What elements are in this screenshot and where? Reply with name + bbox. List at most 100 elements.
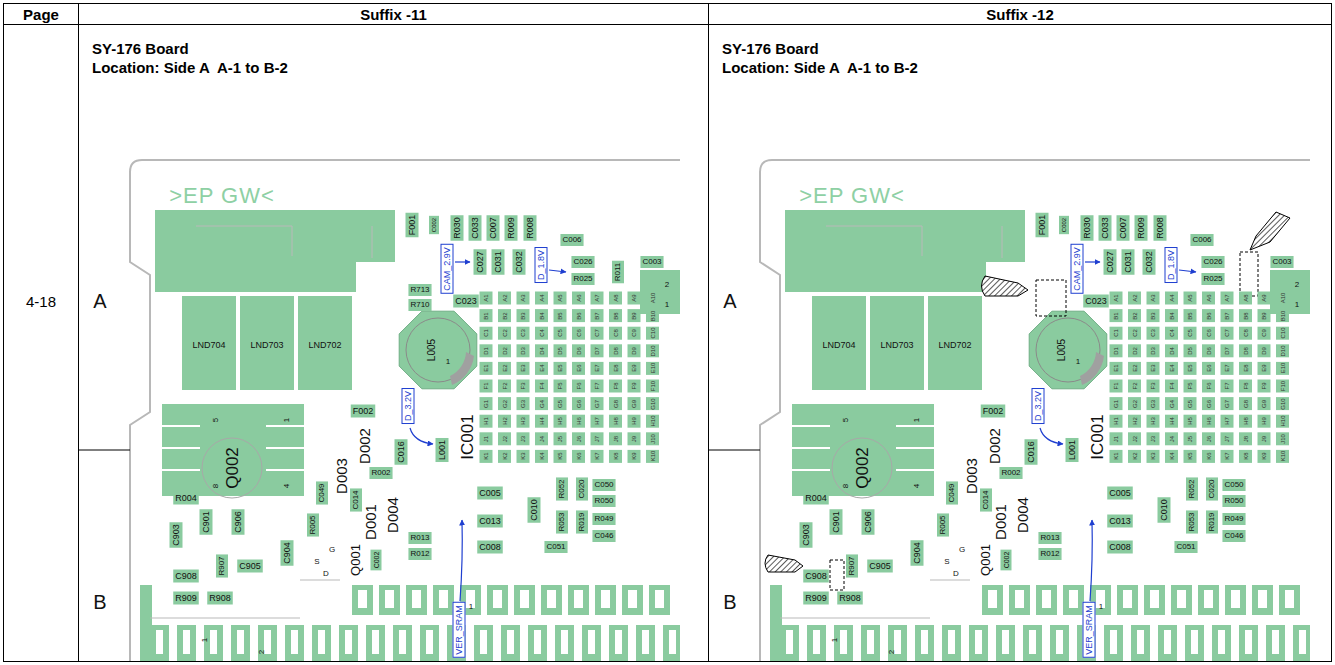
component-label: R030 <box>1083 217 1092 239</box>
component-label: R005 <box>309 515 317 534</box>
part-label: G <box>959 546 965 554</box>
ball-label: E2 <box>502 365 508 372</box>
ball-label: J1 <box>1113 436 1119 442</box>
part-label: B <box>723 592 736 612</box>
solder-pad <box>1025 439 1038 465</box>
ball-label: H4 <box>539 417 545 425</box>
solder-pad <box>480 362 493 375</box>
solder-pad <box>498 309 511 322</box>
component-label: C006 <box>1192 236 1211 244</box>
solder-pad <box>535 380 548 393</box>
solder-pad <box>554 415 567 428</box>
solder-pad <box>1184 380 1197 393</box>
part-label: 2 <box>1295 281 1299 289</box>
solder-pad <box>1186 477 1198 500</box>
solder-pad <box>351 405 376 418</box>
component-label: C051 <box>1176 543 1195 551</box>
solder-pad <box>554 397 567 410</box>
part-label: G <box>329 546 335 554</box>
part-label: D004 <box>385 497 400 533</box>
ball-label: G2 <box>502 400 508 408</box>
solder-pad <box>1165 309 1178 322</box>
component-label: C032 <box>515 251 524 273</box>
solder-pad <box>498 344 511 357</box>
ball-label: A10 <box>650 293 656 304</box>
ball-label: E10 <box>650 363 656 374</box>
solder-pad <box>1276 450 1289 463</box>
ball-label: E5 <box>1187 365 1193 372</box>
ball-label: D3 <box>1150 347 1156 355</box>
ball-label: F1 <box>1113 382 1119 389</box>
component-label: R052 <box>1188 479 1196 498</box>
ball-label: A9 <box>631 294 637 301</box>
component-label: R019 <box>578 512 586 531</box>
solder-pad <box>1147 344 1160 357</box>
ball-label: D10 <box>1280 345 1286 356</box>
ball-label: E8 <box>1243 365 1249 372</box>
ball-label: F8 <box>1243 382 1249 389</box>
solder-pad <box>628 415 641 428</box>
solder-pad <box>480 415 493 428</box>
ball-label: H9 <box>1261 417 1267 425</box>
ball-label: E3 <box>520 365 526 372</box>
component-label: C049 <box>948 483 956 502</box>
solder-pad <box>1147 415 1160 428</box>
solder-pad <box>628 327 641 340</box>
solder-pad <box>592 479 615 491</box>
solder-pad <box>646 380 659 393</box>
solder-pad <box>1165 327 1178 340</box>
ball-label: D3 <box>520 347 526 355</box>
solder-pad <box>429 216 439 234</box>
solder-pad <box>535 309 548 322</box>
solder-pad <box>1239 415 1252 428</box>
ball-label: C2 <box>1132 329 1138 337</box>
component-label: R008 <box>526 217 535 239</box>
ball-label: K8 <box>613 453 619 460</box>
solder-pad <box>517 380 530 393</box>
component-label: C008 <box>1109 543 1131 552</box>
ball-label: H6 <box>576 417 582 425</box>
part-label: 1 <box>446 358 450 366</box>
solder-pad <box>628 380 641 393</box>
solder-pad <box>1036 213 1049 238</box>
solder-pad <box>628 362 641 375</box>
component-label: C046 <box>594 532 613 540</box>
solder-pad <box>1165 362 1178 375</box>
solder-pad <box>408 548 431 560</box>
solder-pad <box>830 509 843 535</box>
ball-label: F3 <box>520 382 526 389</box>
solder-pad <box>1128 432 1141 445</box>
solder-pad <box>1147 327 1160 340</box>
solder-pad <box>646 362 659 375</box>
ball-label: B6 <box>1206 312 1212 319</box>
solder-pad <box>406 213 419 238</box>
solder-pad <box>592 495 615 507</box>
solder-pad <box>173 492 199 505</box>
part-label: Q002 <box>854 447 871 489</box>
ball-label: E4 <box>1169 365 1175 372</box>
part-label: Q002 <box>224 447 241 489</box>
ball-label: E9 <box>631 365 637 372</box>
ball-label: G4 <box>539 400 545 408</box>
component-label: C014 <box>352 490 360 509</box>
part-label: LND703 <box>880 341 913 350</box>
component-label: C901 <box>202 511 211 533</box>
solder-pad <box>200 509 213 535</box>
part-label: D002 <box>987 428 1002 464</box>
part-label: 8 <box>842 484 850 488</box>
solder-pad <box>1184 397 1197 410</box>
solder-pad <box>480 309 493 322</box>
solder-pad <box>1186 510 1198 533</box>
cell-text: Page <box>23 6 59 23</box>
ball-label: C5 <box>557 329 563 337</box>
solder-pad <box>628 397 641 410</box>
component-label: C033 <box>471 217 480 239</box>
solder-pad <box>554 380 567 393</box>
component-label: R002 <box>1001 469 1020 477</box>
ball-label: D9 <box>631 347 637 355</box>
solder-pad <box>535 415 548 428</box>
component-label: C908 <box>175 572 197 581</box>
solder-pad <box>1276 362 1289 375</box>
solder-pad <box>1258 292 1271 305</box>
solder-pad <box>1202 397 1215 410</box>
